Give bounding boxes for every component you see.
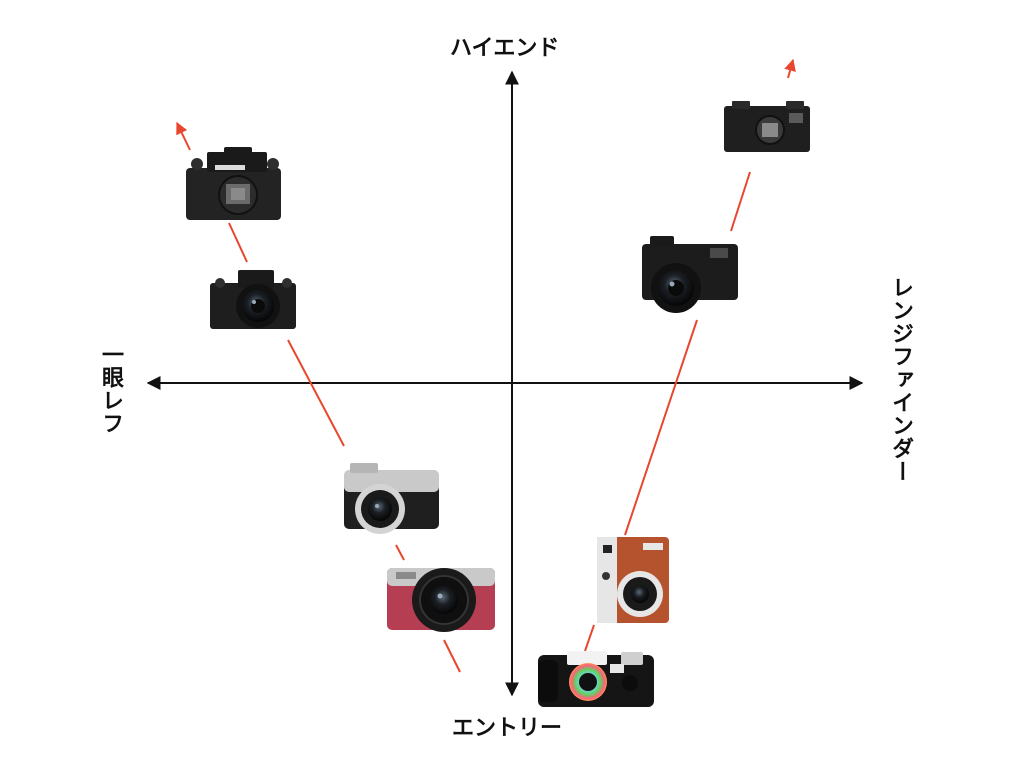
axis-label-slr: 一眼レフ xyxy=(98,343,123,435)
instax-mini-90-camera xyxy=(597,537,669,623)
axis-label-rangefinder: レンジファインダー xyxy=(888,276,913,483)
x-t20-camera xyxy=(210,270,296,329)
x-a3-camera xyxy=(387,568,495,632)
right-trend-line xyxy=(584,58,796,652)
x-a5-camera xyxy=(344,463,439,534)
left-trend-line xyxy=(176,121,461,673)
x-t2-camera xyxy=(186,147,281,220)
axis-label-entry: エントリー xyxy=(452,716,563,741)
axis-label-high-end: ハイエンド xyxy=(450,36,560,61)
simple-ace-camera xyxy=(538,651,654,707)
x-pro2-camera xyxy=(724,101,810,152)
x-e3-camera xyxy=(642,236,738,313)
